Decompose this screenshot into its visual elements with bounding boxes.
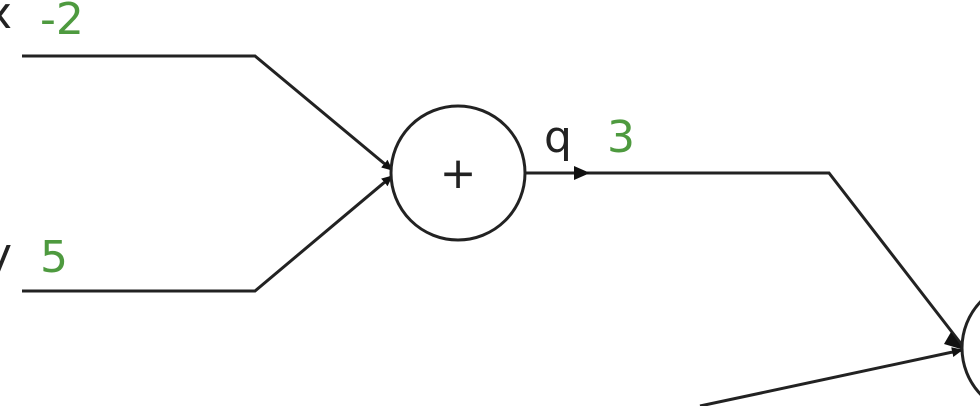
- x-input-wire: [22, 54, 393, 172]
- x-value-label: -2: [40, 0, 84, 45]
- add-operator-label: +: [440, 148, 477, 199]
- y-variable-label: y: [0, 229, 12, 280]
- q-value-label: 3: [607, 112, 635, 163]
- q-flow-arrow-icon: [574, 166, 590, 180]
- q-output-wire: [526, 171, 964, 346]
- q-variable-label: q: [544, 112, 572, 163]
- add-node: [389, 104, 527, 242]
- z-input-wire-partial: [699, 347, 963, 406]
- x-variable-label: x: [0, 0, 12, 39]
- q-into-next-node-arrow-icon: [944, 332, 964, 350]
- multiply-node-partial: [960, 300, 980, 396]
- y-value-label: 5: [40, 232, 68, 283]
- y-input-wire: [22, 174, 393, 293]
